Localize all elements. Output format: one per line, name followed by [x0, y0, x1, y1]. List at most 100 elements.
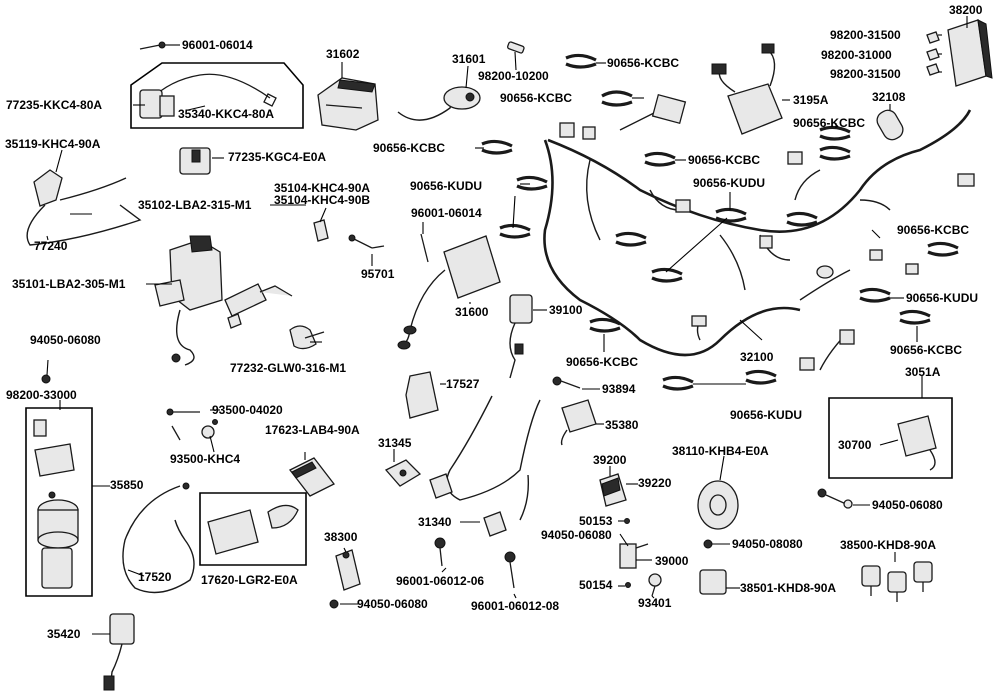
label-17623: 17623-LAB4-90A: [265, 423, 360, 437]
flasher-38501: [699, 569, 727, 595]
nut-94050-06080-left: [41, 374, 51, 384]
label-90656-kcbc-3: 90656-KCBC: [793, 116, 866, 130]
label-30700: 30700: [838, 438, 872, 452]
frame-3051a-group: [828, 397, 953, 479]
screw-96001-06014-a: [139, 41, 166, 50]
label-96001-06012-06: 96001-06012-06: [396, 574, 485, 588]
label-90656-kudu-3: 90656-KUDU: [906, 291, 979, 305]
label-90656-kcbc-1: 90656-KCBC: [607, 56, 680, 70]
label-96001-06014-a: 96001-06014: [182, 38, 253, 52]
horn-38110: [697, 480, 739, 530]
label-3051a: 3051A: [905, 365, 941, 379]
label-38501: 38501-KHD8-90A: [740, 581, 837, 595]
relays-38500: [861, 561, 933, 602]
frame-17620-group: [199, 492, 307, 566]
label-39100: 39100: [549, 303, 583, 317]
label-93401: 93401: [638, 596, 672, 610]
label-35119: 35119-KHC4-90A: [5, 137, 101, 151]
label-93500-04020: 93500-04020: [212, 403, 283, 417]
label-93500-khc4: 93500-KHC4: [170, 452, 241, 466]
label-90656-kudu-4: 90656-KUDU: [730, 408, 803, 422]
bolt-96001-06012-06: [434, 537, 446, 567]
fuse-box-38200: [926, 19, 993, 87]
label-90656-kcbc-5: 90656-KCBC: [688, 153, 761, 167]
label-98200-31000: 98200-31000: [821, 48, 892, 62]
nut-94050-06080-right: [817, 488, 853, 509]
cover-31602: [317, 77, 379, 131]
bolt-96001-06012-08: [504, 551, 516, 589]
label-39000: 39000: [655, 554, 689, 568]
label-98200-10200: 98200-10200: [478, 69, 549, 83]
coil-30700: [897, 415, 937, 471]
regulator-31600: [397, 233, 501, 350]
sensor-35420: [103, 613, 135, 691]
label-96001-06012-08: 96001-06012-08: [471, 599, 560, 613]
label-90656-kcbc-8: 90656-KCBC: [890, 343, 963, 357]
switch-77235-kgc4: [179, 147, 211, 175]
bolts-95701: [348, 234, 385, 249]
wire-35340-assembly: [139, 73, 277, 119]
label-31601: 31601: [452, 52, 486, 66]
label-38300: 38300: [324, 530, 358, 544]
bolt-50153: [624, 518, 630, 524]
label-35420: 35420: [47, 627, 81, 641]
nut-94050-08080: [703, 539, 713, 549]
bolt-93401: [648, 573, 662, 597]
label-90656-kcbc-7: 90656-KCBC: [566, 355, 639, 369]
lever-35119: [26, 169, 142, 246]
part-17620: [207, 504, 299, 555]
label-17620: 17620-LGR2-E0A: [201, 573, 298, 587]
cable-17520: [122, 482, 195, 594]
screws-93500: [166, 408, 218, 441]
label-98200-31500-a: 98200-31500: [830, 28, 901, 42]
label-93894: 93894: [602, 382, 636, 396]
sensor-31340: [429, 395, 541, 537]
bolt-93894: [552, 376, 581, 389]
label-31602: 31602: [326, 47, 360, 61]
label-31600: 31600: [455, 305, 489, 319]
leader-lines: [46, 16, 968, 635]
module-3195a: [711, 43, 783, 135]
label-94050-08080: 94050-08080: [732, 537, 803, 551]
bolt-50154: [625, 582, 631, 588]
label-94050-06080-b: 94050-06080: [872, 498, 943, 512]
starter-relay-35850: [33, 419, 79, 589]
label-38500: 38500-KHD8-90A: [840, 538, 937, 552]
label-77240: 77240: [34, 239, 68, 253]
relay-32108: [876, 109, 904, 141]
keys-77232: [224, 283, 325, 350]
label-77232: 77232-GLW0-316-M1: [230, 361, 347, 375]
frame-35850-group: [25, 407, 93, 597]
fuse-98200-10200: [507, 41, 525, 54]
label-90656-kudu-1: 90656-KUDU: [410, 179, 483, 193]
part-39000: [619, 543, 649, 569]
label-38200: 38200: [949, 3, 983, 17]
label-98200-31500-b: 98200-31500: [830, 67, 901, 81]
ignition-assembly-35101: [154, 235, 223, 366]
label-39200: 39200: [593, 453, 627, 467]
label-50153: 50153: [579, 514, 613, 528]
label-95701: 95701: [361, 267, 395, 281]
label-77235-kkc4: 77235-KKC4-80A: [6, 98, 103, 112]
label-96001-06014-b: 96001-06014: [411, 206, 482, 220]
label-35380: 35380: [605, 418, 639, 432]
buzzer-38300: [335, 549, 361, 591]
label-3195a: 3195A: [793, 93, 829, 107]
label-35101: 35101-LBA2-305-M1: [12, 277, 126, 291]
label-98200-33000: 98200-33000: [6, 388, 77, 402]
label-94050-06080-a: 94050-06080: [30, 333, 101, 347]
label-31345: 31345: [378, 436, 412, 450]
label-90656-kcbc-2: 90656-KCBC: [500, 91, 573, 105]
part-39200: [599, 473, 627, 507]
label-32100: 32100: [740, 350, 774, 364]
switch-35380: [560, 399, 597, 446]
switch-31601: [397, 86, 481, 121]
label-90656-kcbc-4: 90656-KCBC: [373, 141, 446, 155]
relay-39100: [509, 294, 533, 379]
label-35340: 35340-KKC4-80A: [178, 107, 275, 121]
label-17527: 17527: [446, 377, 480, 391]
label-17520: 17520: [138, 570, 172, 584]
label-90656-kudu-2: 90656-KUDU: [693, 176, 766, 190]
label-94050-06080-c: 94050-06080: [541, 528, 612, 542]
